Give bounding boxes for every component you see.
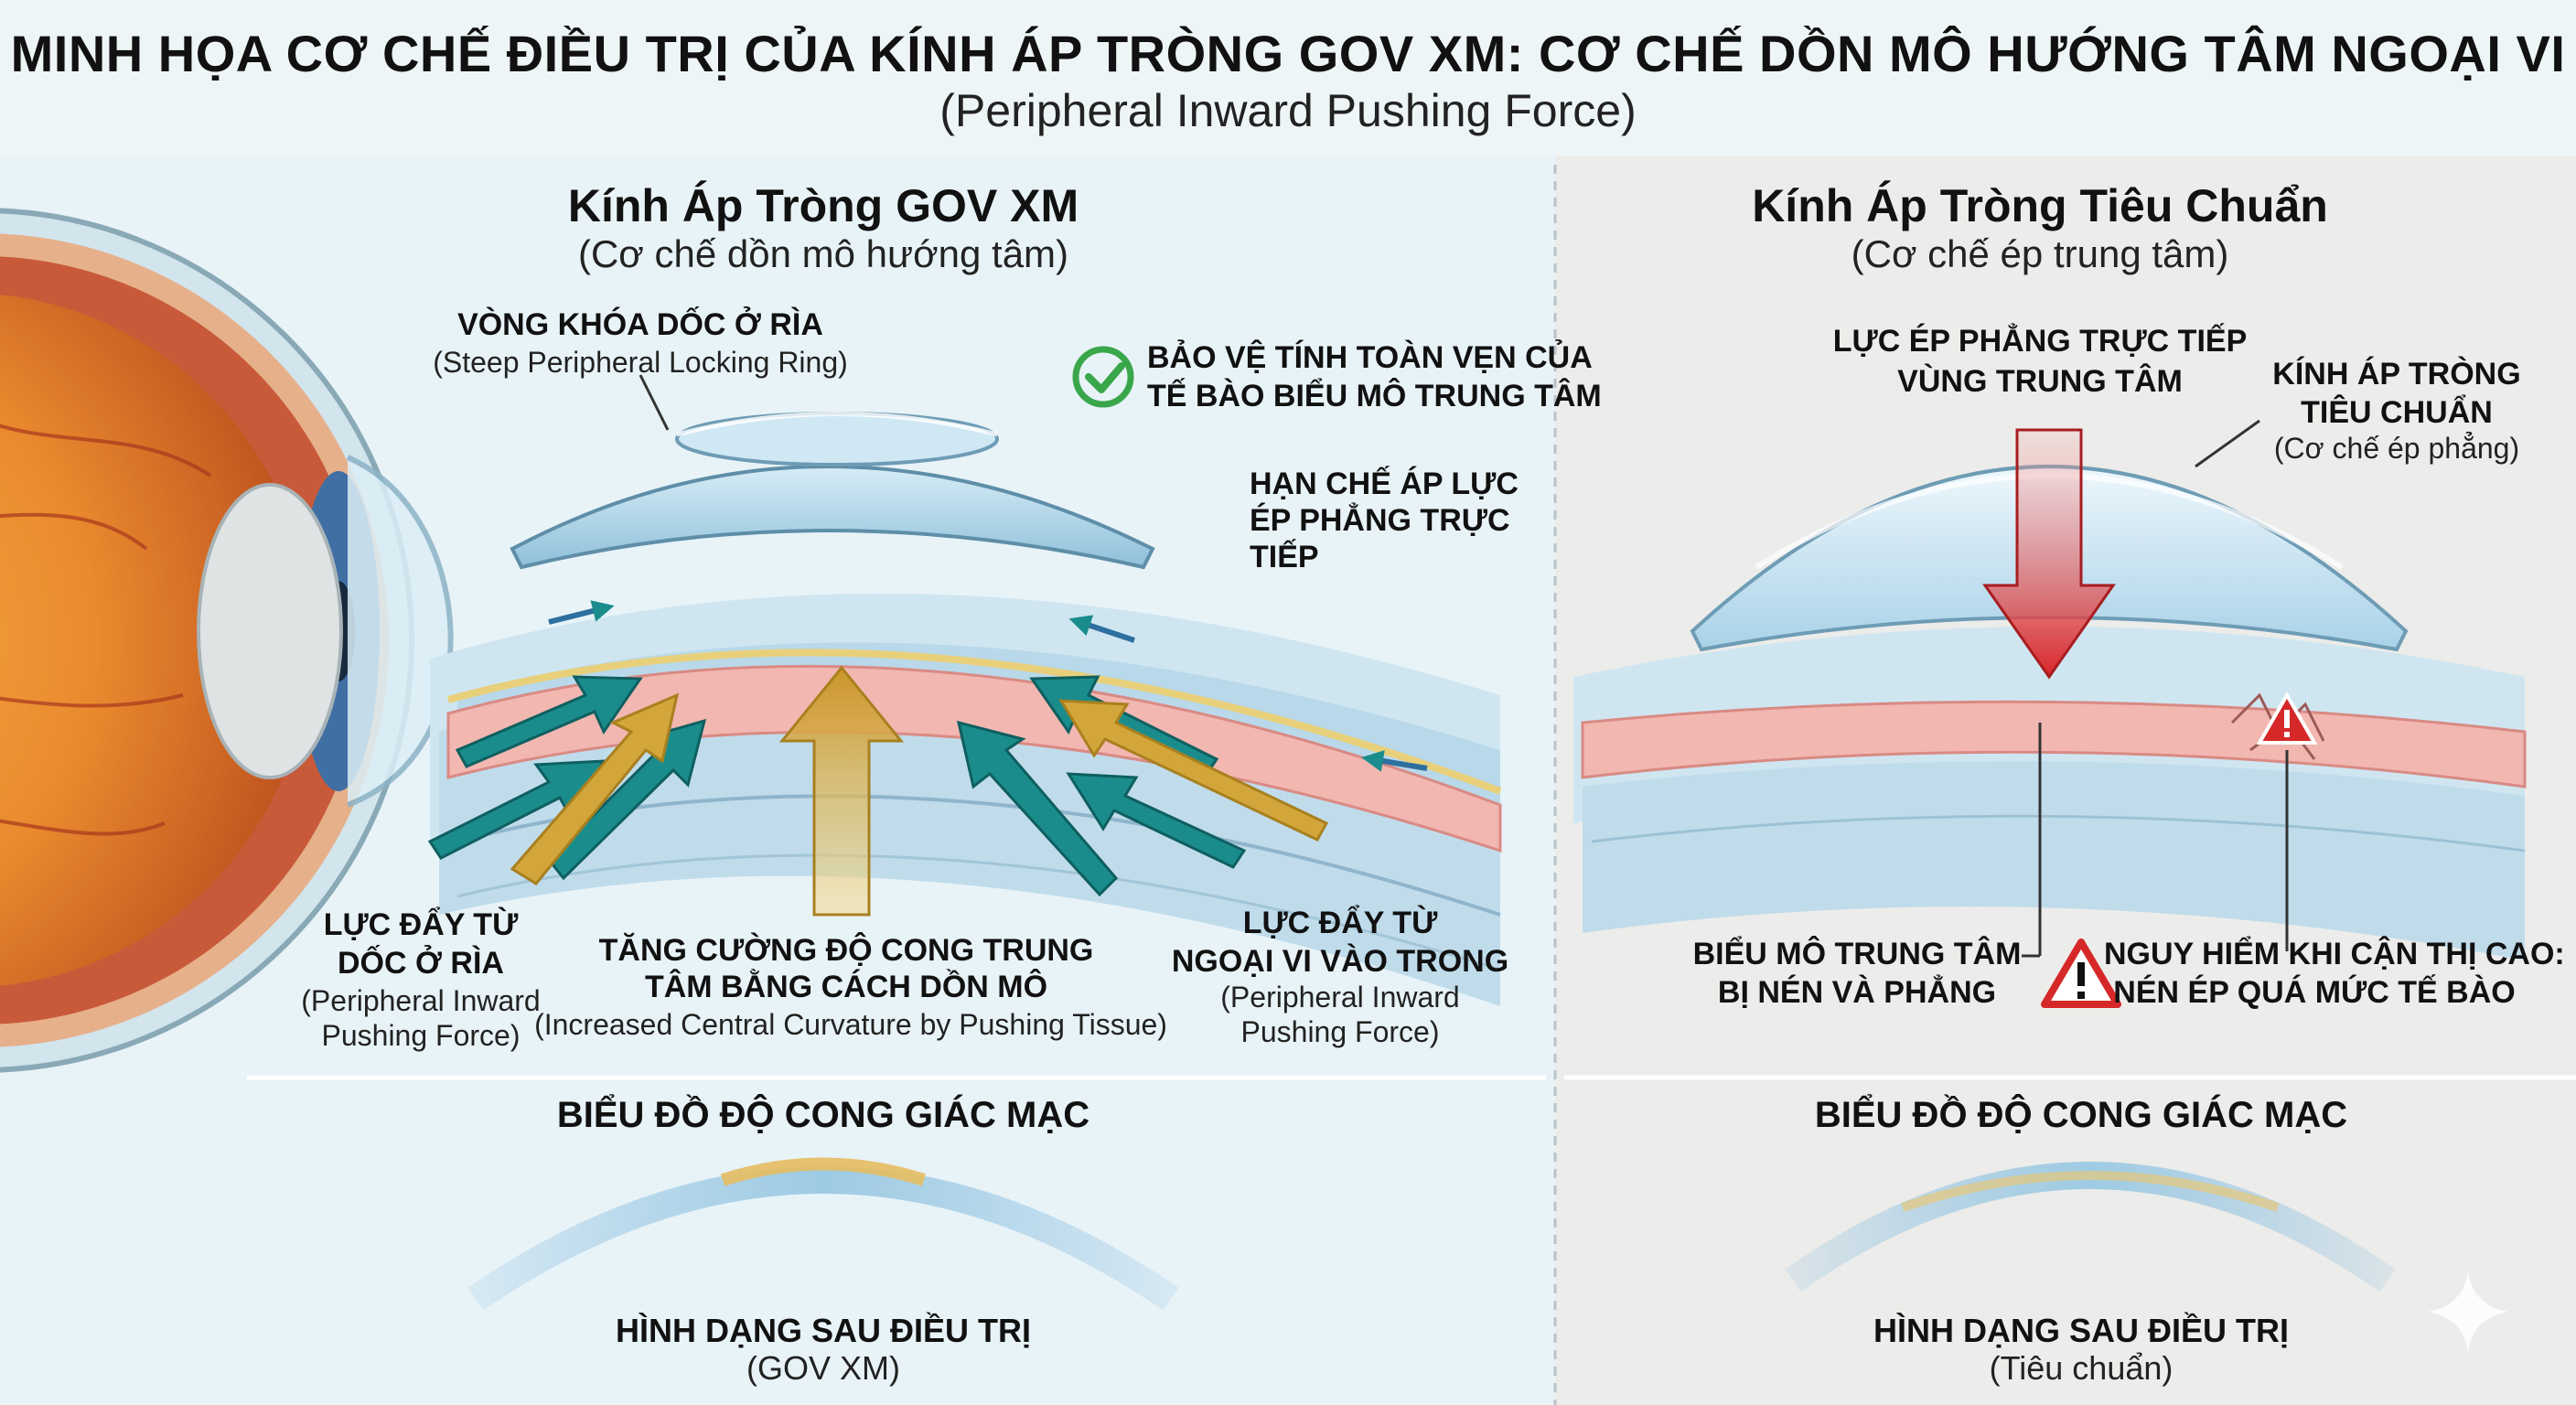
right-shape-sub: (Tiêu chuẩn)	[1761, 1350, 2401, 1387]
force-left-label-1: LỰC ĐẨY TỪ	[293, 906, 549, 944]
press-label-2: VÙNG TRUNG TÂM	[1756, 362, 2324, 401]
limit-label-3: TIẾP	[1250, 538, 1319, 576]
crystalline-lens-shape	[199, 485, 341, 778]
page-title: MINH HỌA CƠ CHẾ ĐIỀU TRỊ CỦA KÍNH ÁP TRÒ…	[0, 24, 2576, 83]
curvature-label-1: TĂNG CƯỜNG ĐỘ CONG TRUNG	[549, 931, 1143, 970]
limit-label-2: ÉP PHẲNG TRỰC	[1250, 501, 1510, 540]
force-left-label-2: DỐC Ở RÌA	[293, 944, 549, 982]
left-chart-title: BIỂU ĐỒ ĐỘ CONG GIÁC MẠC	[457, 1096, 1189, 1134]
lens-label-2: TIÊU CHUẨN	[2259, 393, 2534, 432]
curvature-sub: (Increased Central Curvature by Pushing …	[531, 1006, 1171, 1043]
right-chart-title: BIỂU ĐỒ ĐỘ CONG GIÁC MẠC	[1715, 1096, 2447, 1134]
protect-label-2: TẾ BÀO BIỂU MÔ TRUNG TÂM	[1147, 377, 1602, 415]
force-right-sub-2: Pushing Force)	[1189, 1014, 1491, 1050]
lens-sub: (Cơ chế ép phẳng)	[2259, 430, 2534, 467]
right-shape-label: HÌNH DẠNG SAU ĐIỀU TRỊ	[1761, 1312, 2401, 1350]
force-left-sub-1: (Peripheral Inward	[274, 982, 567, 1019]
right-panel-heading: Kính Áp Tròng Tiêu Chuẩn	[1674, 179, 2406, 232]
left-shape-sub: (GOV XM)	[503, 1350, 1143, 1387]
press-label-1: LỰC ÉP PHẲNG TRỰC TIẾP	[1756, 322, 2324, 360]
right-panel-subheading: (Cơ chế ép trung tâm)	[1674, 232, 2406, 276]
page-subtitle: (Peripheral Inward Pushing Force)	[0, 84, 2576, 137]
left-panel-heading: Kính Áp Tròng GOV XM	[457, 179, 1189, 232]
gov-xm-lens-optic-zone	[677, 413, 997, 465]
left-panel-subheading: (Cơ chế dồn mô hướng tâm)	[457, 232, 1189, 276]
danger-label-1: NGUY HIỂM KHI CẬN THỊ CAO:	[2104, 935, 2543, 973]
danger-label-2: NÉN ÉP QUÁ MỨC TẾ BÀO	[2104, 973, 2525, 1012]
force-right-sub-1: (Peripheral Inward	[1189, 979, 1491, 1015]
left-shape-label: HÌNH DẠNG SAU ĐIỀU TRỊ	[503, 1312, 1143, 1350]
force-right-label-1: LỰC ĐẨY TỪ	[1189, 904, 1491, 942]
curvature-label-2: TÂM BẰNG CÁCH DỒN MÔ	[549, 968, 1143, 1006]
limit-label-1: HẠN CHẾ ÁP LỰC	[1250, 465, 1519, 503]
protect-label-1: BẢO VỆ TÍNH TOÀN VẸN CỦA	[1147, 338, 1593, 377]
epi-label-2: BỊ NÉN VÀ PHẲNG	[1674, 973, 2040, 1012]
ring-label: VÒNG KHÓA DỐC Ở RÌA	[384, 306, 896, 344]
ring-sub: (Steep Peripheral Locking Ring)	[384, 344, 896, 381]
force-right-label-2: NGOẠI VI VÀO TRONG	[1171, 942, 1509, 981]
epi-label-1: BIỂU MÔ TRUNG TÂM	[1674, 935, 2040, 973]
force-left-sub-2: Pushing Force)	[274, 1017, 567, 1054]
lens-label-1: KÍNH ÁP TRÒNG	[2259, 355, 2534, 393]
